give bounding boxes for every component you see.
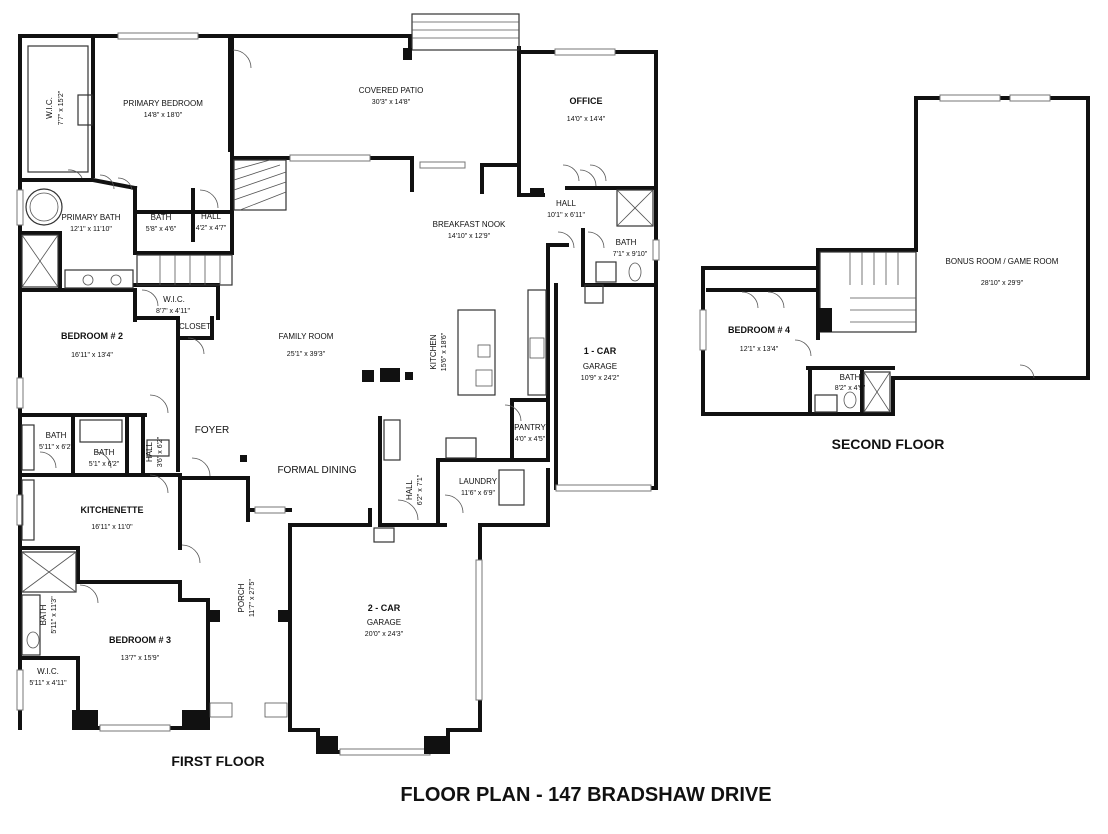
room-dims: 8'7" x 4'11" <box>156 308 190 315</box>
room-name: LAUNDRY <box>459 477 498 486</box>
room-dims: 13'7" x 15'9" <box>121 655 160 662</box>
room-dims: 4'2" x 4'7" <box>196 225 227 232</box>
stairs-main <box>233 159 287 211</box>
room-dims: 14'10" x 12'9" <box>448 233 491 240</box>
room-dims: 10'1" x 6'11" <box>547 212 585 219</box>
room-name: BATH <box>840 373 861 382</box>
room-name: BATH <box>94 448 115 457</box>
room-name: HALL <box>201 212 222 221</box>
stairs-upper <box>818 251 917 333</box>
room-name: FORMAL DINING <box>277 465 356 476</box>
second-floor-walls <box>701 96 1090 416</box>
room-dims: 16'11" x 13'4" <box>71 352 113 359</box>
room-name: BATH <box>46 431 67 440</box>
wic-shelving <box>27 45 89 173</box>
room-dims: 14'8" x 18'0" <box>144 112 183 119</box>
room-dims: 11'6" x 6'9" <box>461 490 495 497</box>
room-name: BATH <box>616 238 637 247</box>
room-dims: 7'1" x 9'10" <box>613 251 648 258</box>
patio-steps <box>403 13 520 60</box>
room-dims: 12'1" x 11'10" <box>70 226 112 233</box>
room-name: PRIMARY BATH <box>61 213 120 222</box>
first-floor-label: FIRST FLOOR <box>171 753 264 769</box>
room-name: W.I.C. <box>45 97 54 119</box>
room-name: FOYER <box>195 425 229 436</box>
room-name: BATH <box>151 213 172 222</box>
room-dims: 5'11" x 6'2" <box>39 444 73 451</box>
room-dims: 5'11" x 4'11" <box>29 680 67 687</box>
kitchen-fixtures <box>373 289 547 543</box>
room-dims: 5'8" x 4'6" <box>146 226 177 233</box>
room-dims: 10'9" x 24'2" <box>581 375 620 382</box>
room-dims: 25'1" x 39'3" <box>287 351 326 358</box>
room-name: PORCH <box>237 583 246 612</box>
room-name: PANTRY <box>514 423 546 432</box>
room-name: PRIMARY BEDROOM <box>123 99 203 108</box>
room-dims: 4'0" x 4'5" <box>515 436 546 443</box>
room-dims: 20'0" x 24'3" <box>365 631 404 638</box>
room-name: 1 - CAR <box>584 346 617 356</box>
room-name: KITCHENETTE <box>81 505 144 515</box>
stairs-lower <box>136 254 233 286</box>
room-name: CLOSET <box>179 322 211 331</box>
room-name: FAMILY ROOM <box>279 332 334 341</box>
second-floor-label: SECOND FLOOR <box>832 436 945 452</box>
room-name: BREAKFAST NOOK <box>433 220 506 229</box>
room-name: KITCHEN <box>429 334 438 369</box>
room-name: 2 - CAR <box>368 603 401 613</box>
second-floor-fixtures <box>741 291 1035 413</box>
second-floor-windows <box>699 94 1051 351</box>
room-dims: 28'10" x 29'9" <box>981 280 1024 287</box>
room-sub: GARAGE <box>367 618 401 627</box>
room-sub: GARAGE <box>583 362 617 371</box>
door-swings <box>39 49 607 718</box>
room-dims: 8'2" x 4'9" <box>835 385 866 392</box>
room-dims: 3'6" x 6'2" <box>157 436 164 467</box>
room-dims: 11'7" x 27'5" <box>249 579 256 617</box>
room-name: HALL <box>145 441 154 462</box>
room-name: W.I.C. <box>37 667 59 676</box>
room-name: BONUS ROOM / GAME ROOM <box>946 257 1059 266</box>
room-dims: 6'2" x 7'1" <box>417 474 424 505</box>
room-dims: 30'3" x 14'8" <box>372 99 411 106</box>
room-name: HALL <box>405 479 414 500</box>
room-dims: 16'11" x 11'0" <box>91 524 133 531</box>
first-floor-windows <box>16 32 660 756</box>
room-dims: 7'7" x 15'2" <box>58 90 65 125</box>
columns <box>72 188 544 754</box>
room-dims: 5'1" x 6'2" <box>89 461 120 468</box>
room-name: HALL <box>556 199 577 208</box>
room-name: BATH <box>39 604 48 625</box>
room-name: COVERED PATIO <box>359 86 424 95</box>
room-dims: 14'0" x 14'4" <box>567 116 606 123</box>
fixtures <box>21 188 654 656</box>
room-name: BEDROOM # 2 <box>61 331 123 341</box>
room-dims: 12'1" x 13'4" <box>740 346 779 353</box>
plan-title: FLOOR PLAN - 147 BRADSHAW DRIVE <box>400 784 771 806</box>
room-name: BEDROOM # 3 <box>109 635 171 645</box>
room-dims: 5'11" x 11'3" <box>51 596 58 634</box>
room-name: W.I.C. <box>163 295 185 304</box>
room-labels: W.I.C. 7'7" x 15'2" PRIMARY BEDROOM 14'8… <box>29 86 1058 687</box>
room-dims: 15'6" x 18'6" <box>441 332 448 371</box>
room-name: OFFICE <box>570 96 603 106</box>
room-name: BEDROOM # 4 <box>728 325 790 335</box>
